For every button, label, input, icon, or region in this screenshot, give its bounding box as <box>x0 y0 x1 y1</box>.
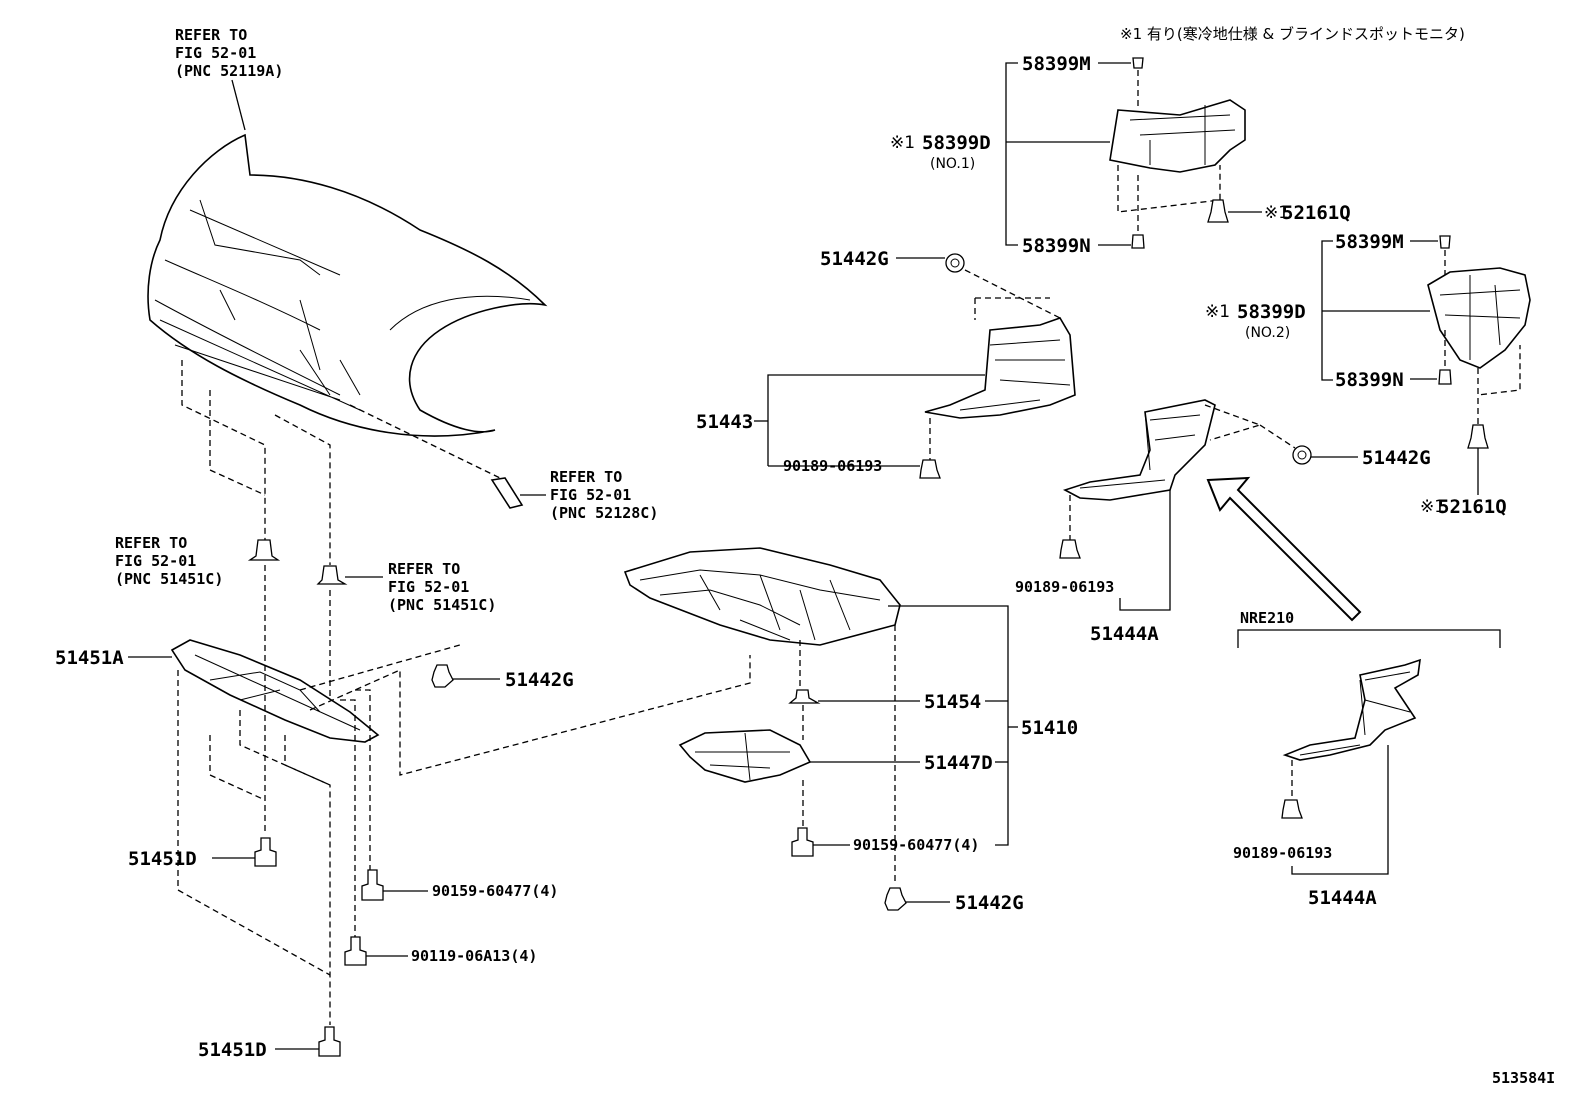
ref-clip-left-line1: REFER TO <box>115 534 187 552</box>
reference-bumper-cover: REFER TO FIG 52-01 (PNC 52119A) <box>175 26 283 131</box>
label-51444A-upper: 51444A <box>1090 623 1159 645</box>
label-90119-06A13: 90119-06A13(4) <box>411 947 537 965</box>
engine-under-cover-51410 <box>623 547 901 646</box>
reference-side-retainer: REFER TO FIG 52-01 (PNC 52128C) <box>349 404 658 522</box>
label-58399N-right: 58399N <box>1335 369 1404 391</box>
clip-right-reference: REFER TO FIG 52-01 (PNC 51451C) <box>316 560 496 614</box>
clip-51442G-left: 51442G <box>431 664 574 691</box>
clip-58399N-right: 58399N <box>1335 369 1452 391</box>
label-51451D-upper: 51451D <box>128 848 197 870</box>
applicability-note: ※1 有り(寒冷地仕様 & ブラインドスポットモニタ) <box>1120 25 1465 43</box>
label-90159-60477-left: 90159-60477(4) <box>432 882 558 900</box>
label-90189-06193-lower: 90189-06193 <box>1233 844 1332 862</box>
cover-58399D-no2 <box>1427 267 1531 369</box>
clip-51442G-right: 51442G <box>1292 445 1431 469</box>
nre210-variant-group: NRE210 90189-06193 51444A <box>1233 609 1501 909</box>
label-nre210: NRE210 <box>1240 609 1294 627</box>
sub-58399D-no1: (NO.1) <box>930 156 975 172</box>
label-58399N-top: 58399N <box>1022 235 1091 257</box>
bracket-58399D-no2: ※1 58399D (NO.2) <box>1205 240 1430 381</box>
clip-58399M-top: 58399M <box>1022 53 1144 75</box>
label-51410: 51410 <box>1021 717 1078 739</box>
ref-clip-right-line3: (PNC 51451C) <box>388 596 496 614</box>
ref-top-line2: FIG 52-01 <box>175 44 256 62</box>
label-51442G-left: 51442G <box>505 669 574 691</box>
ref-clip-left-line2: FIG 52-01 <box>115 552 196 570</box>
label-51447D: 51447D <box>924 752 993 774</box>
ref-side-line2: FIG 52-01 <box>550 486 631 504</box>
ref-side-line3: (PNC 52128C) <box>550 504 658 522</box>
bolt-90159-60477-center: 90159-60477(4) <box>791 827 979 857</box>
label-51451D-lower: 51451D <box>198 1039 267 1061</box>
illustration-id: 513584I <box>1492 1069 1555 1087</box>
fender-liner-51443: 51443 <box>696 317 1076 466</box>
bracket-51410: 51410 <box>888 605 1078 846</box>
fender-liner-51444A-upper <box>1062 399 1216 501</box>
label-90189-06193-upper: 90189-06193 <box>783 457 882 475</box>
front-bumper-cover-drawing <box>147 133 548 437</box>
label-90159-60477-center: 90159-60477(4) <box>853 836 979 854</box>
clip-90189-06193-upper: 90189-06193 <box>768 457 941 479</box>
clip-51442G-bottom: 51442G <box>884 887 1024 914</box>
label-51451A: 51451A <box>55 647 124 669</box>
clip-58399M-right: 58399M <box>1335 231 1451 253</box>
ref-clip-right-line2: FIG 52-01 <box>388 578 469 596</box>
mark-52161Q-right: ※1 <box>1420 497 1445 517</box>
label-90189-06193-mid: 90189-06193 <box>1015 578 1114 596</box>
ref-top-line3: (PNC 52119A) <box>175 62 283 80</box>
label-58399D-no1: 58399D <box>922 132 991 154</box>
ref-side-line1: REFER TO <box>550 468 622 486</box>
bolt-51451D-upper: 51451D <box>128 837 277 870</box>
clip-51454: 51454 <box>788 689 981 713</box>
clip-left-reference: REFER TO FIG 52-01 (PNC 51451C) <box>115 534 281 588</box>
bolt-90159-60477-left: 90159-60477(4) <box>361 869 558 901</box>
ref-clip-left-line3: (PNC 51451C) <box>115 570 223 588</box>
bracket-58399D-no1: ※1 58399D (NO.1) <box>890 62 1110 246</box>
mark-58399D-no1: ※1 <box>890 133 915 153</box>
label-58399M-right: 58399M <box>1335 231 1404 253</box>
label-51444A-lower: 51444A <box>1308 887 1377 909</box>
detail-pointer-arrow <box>1206 476 1362 622</box>
bolt-51451D-lower: 51451D <box>198 1026 341 1061</box>
bracket-51444A-upper: 51444A <box>1090 490 1171 645</box>
label-51443: 51443 <box>696 411 753 433</box>
label-51442G-right: 51442G <box>1362 447 1431 469</box>
mark-58399D-no2: ※1 <box>1205 302 1230 322</box>
bolt-90119-06A13: 90119-06A13(4) <box>344 936 537 966</box>
label-51442G-bottom: 51442G <box>955 892 1024 914</box>
cover-58399D-no1 <box>1109 99 1246 173</box>
ref-clip-right-line1: REFER TO <box>388 560 460 578</box>
clip-52161Q-right: ※1 52161Q <box>1420 424 1507 518</box>
label-51454: 51454 <box>924 691 981 713</box>
clip-90189-06193-mid: 90189-06193 <box>1015 539 1114 596</box>
label-58399M-top: 58399M <box>1022 53 1091 75</box>
mark-52161Q-top: ※1 <box>1264 203 1289 223</box>
ref-top-line1: REFER TO <box>175 26 247 44</box>
label-52161Q-right: 52161Q <box>1438 496 1507 518</box>
front-bumper-lower-cover-51451A: 51451A <box>55 639 380 743</box>
label-51442G-upper: 51442G <box>820 248 889 270</box>
clip-58399N-top: 58399N <box>1022 234 1145 257</box>
label-58399D-no2: 58399D <box>1237 301 1306 323</box>
clip-51442G-upper: 51442G <box>820 248 965 273</box>
clip-52161Q-top: ※1 52161Q <box>1207 199 1351 224</box>
sub-58399D-no2: (NO.2) <box>1245 325 1290 341</box>
under-cover-51447D: 51447D <box>678 729 993 783</box>
label-52161Q-top: 52161Q <box>1282 202 1351 224</box>
